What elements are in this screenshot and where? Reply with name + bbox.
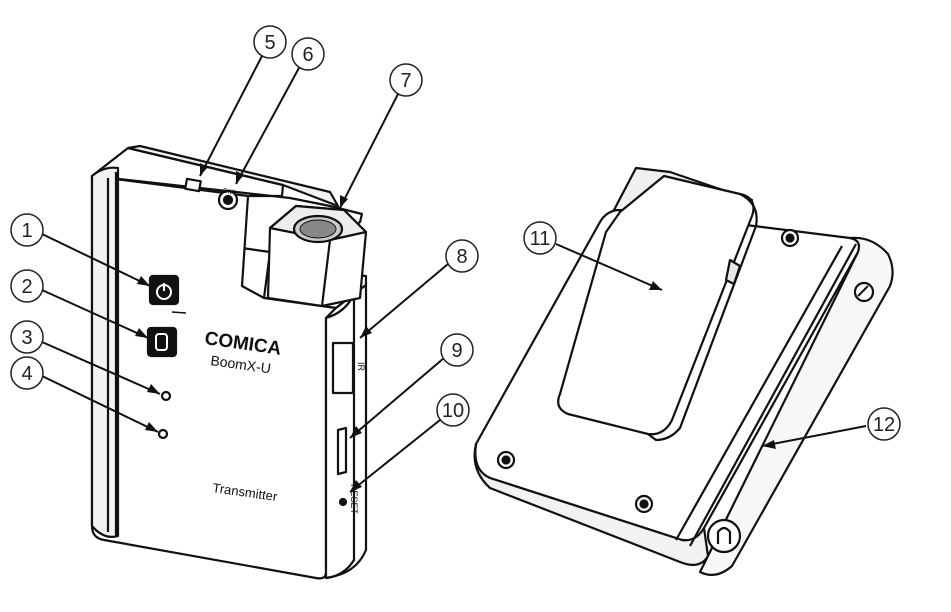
callout-circle-6 (291, 37, 325, 71)
arrow-10 (350, 480, 362, 492)
front-left-edge (90, 166, 120, 538)
leader-1 (41, 233, 151, 287)
callout-circle-2 (10, 269, 44, 303)
belt-clip (557, 174, 755, 436)
mic-grille-inner (299, 219, 337, 239)
callout-10: 10 (442, 400, 464, 422)
arrow-5 (200, 163, 208, 176)
leader-11 (555, 243, 663, 291)
leader-lines (41, 55, 867, 493)
arrow-7 (340, 195, 348, 208)
back-right-side (698, 236, 894, 577)
back-side-line-2 (689, 243, 857, 547)
leader-2 (41, 289, 149, 339)
leader-8 (359, 263, 449, 339)
front-right-curve (325, 292, 356, 580)
callout-markers (10, 25, 901, 441)
back-bottom-port (706, 518, 742, 554)
callout-numbers: 1 2 3 4 5 6 7 8 9 10 11 12 (21, 32, 895, 436)
led-upper (160, 390, 172, 402)
arrow-2 (135, 328, 148, 338)
leader-9 (349, 357, 445, 439)
arrow-3 (147, 384, 160, 394)
callout-circle-4 (10, 356, 44, 390)
callout-circle-10 (436, 393, 470, 427)
callout-circle-3 (10, 320, 44, 354)
back-view (473, 166, 894, 577)
callout-12: 12 (873, 414, 895, 436)
led-lower (157, 428, 169, 440)
leader-12 (761, 425, 867, 447)
belt-clip-edge (647, 193, 758, 442)
callout-circle-12 (867, 407, 901, 441)
callout-1: 1 (21, 220, 32, 242)
screw-bottom-left-inner (501, 455, 511, 465)
mic-head-edge (320, 239, 332, 307)
leader-4 (41, 375, 159, 433)
callout-circle-9 (440, 333, 474, 367)
leader-10 (349, 419, 441, 493)
arrow-9 (350, 426, 362, 438)
callout-circle-7 (389, 63, 423, 97)
back-side-line-1 (675, 245, 843, 541)
screw-bottom-right-inner (639, 499, 649, 509)
reset-hole (338, 497, 348, 507)
leader-3 (41, 341, 161, 395)
arrow-8 (360, 326, 372, 338)
back-bottom-edge (473, 442, 710, 567)
back-side-jack (853, 281, 875, 303)
callout-7: 7 (400, 70, 411, 92)
callout-circle-5 (253, 25, 287, 59)
ir-text: IR (356, 362, 366, 372)
callout-5: 5 (264, 32, 275, 54)
front-view (90, 144, 368, 580)
arrowheads (135, 163, 776, 492)
mute-icon (155, 333, 168, 351)
leader-5 (199, 55, 263, 177)
front-clip-top (126, 144, 340, 208)
callout-circle-8 (445, 239, 479, 273)
callout-6: 6 (302, 44, 313, 66)
mic-port-text: MIC (222, 186, 236, 195)
callout-4: 4 (21, 363, 32, 385)
mute-button (146, 326, 178, 358)
usb-c-slot (336, 426, 348, 476)
screw-top-right-inner (785, 233, 795, 243)
arrow-6 (236, 171, 244, 184)
callout-11: 11 (530, 228, 551, 250)
arrow-12 (762, 440, 776, 449)
reset-text: RESET (349, 484, 359, 515)
clip-spring (724, 258, 742, 286)
mic-jack-inner (222, 194, 234, 206)
arrow-4 (145, 422, 158, 432)
leader-6 (235, 65, 301, 185)
callout-circle-11 (523, 221, 557, 255)
callout-9: 9 (451, 340, 462, 362)
back-side-jack-mark (857, 285, 869, 297)
arrow-11 (649, 281, 662, 290)
callout-circle-1 (10, 213, 44, 247)
arrow-1 (137, 276, 150, 286)
callout-2: 2 (21, 276, 32, 298)
back-bottom-port-inner (716, 526, 732, 544)
usb-port (184, 177, 202, 193)
ir-window (331, 341, 355, 395)
leader-7 (339, 93, 399, 209)
power-led-mark (171, 311, 187, 314)
callout-3: 3 (21, 327, 32, 349)
callout-8: 8 (456, 246, 467, 268)
